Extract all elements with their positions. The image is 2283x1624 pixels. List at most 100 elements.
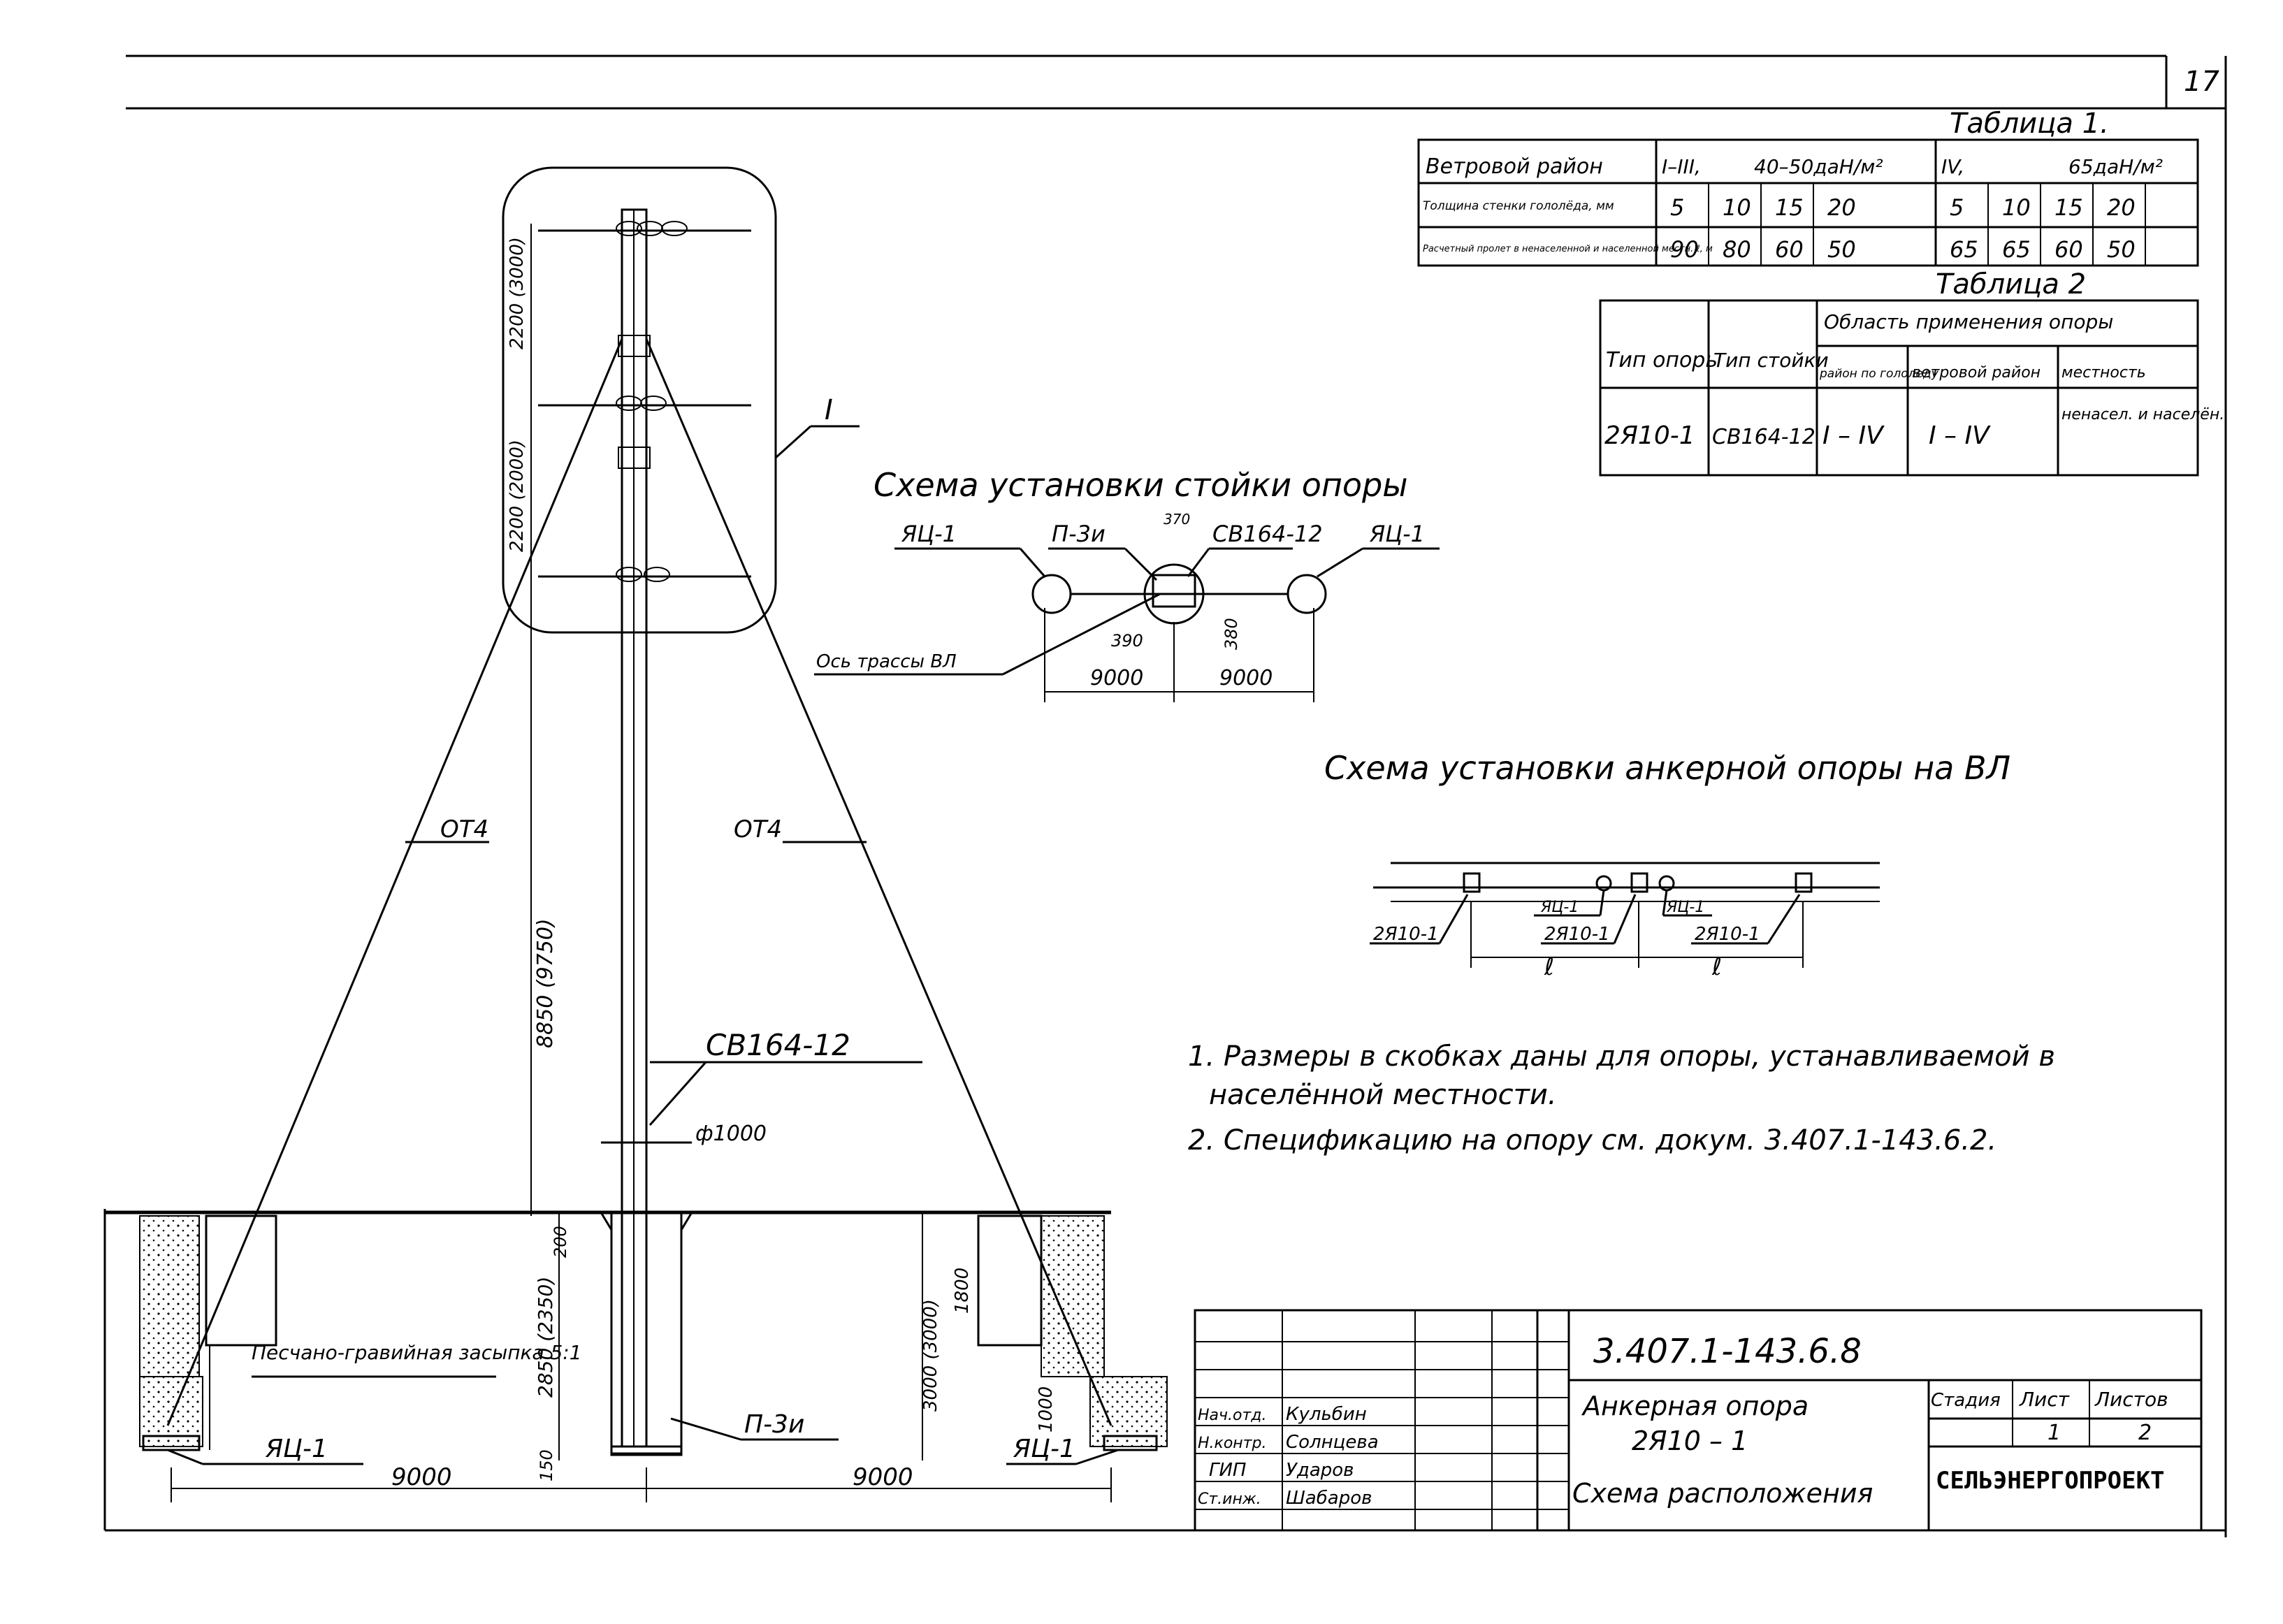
table-2-h-wind: ветровой район bbox=[1912, 364, 2041, 382]
plan-scheme: Схема установки стойки опоры ЯЦ-1 П-3и 3… bbox=[814, 466, 1440, 702]
sheets-count: 2 bbox=[2138, 1421, 2152, 1445]
role-1: Нач.отд. bbox=[1198, 1407, 1267, 1424]
table-2-h-area: Область применения опоры bbox=[1824, 310, 2113, 333]
table-1-ice-cell: 15 bbox=[2054, 194, 2083, 221]
table-2-row-loc: ненасел. и населён. bbox=[2061, 406, 2224, 423]
notes: 1. Размеры в скобках даны для опоры, уст… bbox=[1188, 1041, 2055, 1157]
pole-label: СВ164-12 bbox=[706, 1028, 850, 1062]
sheets-header: Листов bbox=[2094, 1388, 2168, 1411]
table-1: Таблица 1. Ветровой район I–III, 40–50да… bbox=[1417, 108, 2199, 267]
table-1-span-cell: 65 bbox=[2002, 236, 2031, 263]
line-span-1: ℓ bbox=[1544, 953, 1554, 981]
main-elevation-view: I ОТ4 ОТ4 2200 (3000) 2200 (2000) bbox=[105, 166, 1168, 1502]
role-2: Н.контр. bbox=[1198, 1435, 1266, 1452]
table-1-header-r1-val: 40–50даН/м² bbox=[1754, 155, 1883, 178]
table-1-header-r2-val: 65даН/м² bbox=[2068, 155, 2163, 178]
plan-pole-label: СВ164-12 bbox=[1212, 521, 1323, 547]
table-2-h-stand: Тип стойки bbox=[1713, 349, 1829, 372]
sheet-number: 1 bbox=[2048, 1421, 2061, 1445]
dim-height-label: 8850 (9750) bbox=[533, 918, 558, 1048]
plan-scheme-title: Схема установки стойки опоры bbox=[874, 466, 1408, 504]
table-1-header-r1: I–III, bbox=[1662, 155, 1701, 178]
dim-3000-label: 3000 (3000) bbox=[920, 1299, 941, 1412]
line-anchor-1: ЯЦ-1 bbox=[1540, 899, 1579, 916]
title-block: Нач.отд. Кульбин Н.контр. Солнцева ГИП У… bbox=[1194, 1309, 2203, 1532]
plan-p3-label: П-3и bbox=[1052, 521, 1106, 547]
table-1-ice-cell: 20 bbox=[1827, 194, 1856, 221]
plan-axis-label: Ось трассы ВЛ bbox=[816, 651, 957, 672]
line-scheme-title: Схема установки анкерной опоры на ВЛ bbox=[1324, 749, 2010, 787]
dist-right-label: 9000 bbox=[853, 1463, 913, 1491]
guy-wire-left bbox=[166, 338, 623, 1426]
table-1-span-cell: 50 bbox=[1827, 236, 1856, 263]
name-2: Солнцева bbox=[1286, 1432, 1379, 1453]
anchor-right-label: ЯЦ-1 bbox=[1013, 1435, 1075, 1463]
dim-top-label: 2200 (3000) bbox=[507, 237, 528, 349]
table-2-h-type: Тип опоры bbox=[1606, 348, 1722, 372]
role-4: Ст.инж. bbox=[1198, 1491, 1261, 1508]
callout-I-label: I bbox=[825, 394, 833, 426]
page-number: 17 bbox=[2184, 66, 2219, 98]
org-name: СЕЛЬЭНЕРГОПРОЕКТ bbox=[1936, 1467, 2165, 1495]
table-1-ice-cell: 15 bbox=[1775, 194, 1804, 221]
anchor-left-label: ЯЦ-1 bbox=[265, 1435, 328, 1463]
line-span-2: ℓ bbox=[1711, 953, 1722, 981]
stage-header: Стадия bbox=[1931, 1390, 2001, 1411]
plan-dist-2: 9000 bbox=[1219, 666, 1273, 690]
table-1-span-cell: 65 bbox=[1950, 236, 1978, 263]
dist-left-label: 9000 bbox=[391, 1463, 452, 1491]
dim-depth-label: 2850 (2350) bbox=[534, 1277, 557, 1398]
table-1-ice-cell: 20 bbox=[2107, 194, 2136, 221]
table-1-header-r2: IV, bbox=[1941, 155, 1964, 178]
line-pole-left: 2Я10-1 bbox=[1373, 924, 1439, 945]
base-label: П-3и bbox=[744, 1410, 804, 1439]
line-scheme: Схема установки анкерной опоры на ВЛ 2Я1… bbox=[1324, 749, 2010, 981]
table-2-caption: Таблица 2 bbox=[1936, 268, 2086, 300]
note-2: 2. Спецификацию на опору см. докум. 3.40… bbox=[1188, 1124, 1996, 1157]
dim-200-label: 200 bbox=[551, 1226, 570, 1258]
table-1-span-cell: 80 bbox=[1723, 236, 1751, 263]
role-3: ГИП bbox=[1209, 1460, 1247, 1481]
name-3: Ударов bbox=[1286, 1460, 1354, 1481]
note-1: 1. Размеры в скобках даны для опоры, уст… bbox=[1188, 1041, 2055, 1073]
table-1-ice-cell: 10 bbox=[1723, 194, 1751, 221]
detail-callout-frame bbox=[502, 166, 777, 634]
table-1-span-cell: 60 bbox=[1775, 236, 1804, 263]
table-1-header-label: Ветровой район bbox=[1426, 154, 1603, 179]
dim-1800-label: 1800 bbox=[952, 1268, 973, 1314]
sheet-frame: 17 bbox=[103, 55, 2227, 1537]
table-2-row-type: 2Я10-1 bbox=[1604, 421, 1695, 450]
table-1-span-cell: 50 bbox=[2107, 236, 2136, 263]
anchor-pit-left bbox=[139, 1215, 200, 1377]
sheet-header: Лист bbox=[2019, 1388, 2070, 1411]
doc-name-2: 2Я10 – 1 bbox=[1632, 1426, 1748, 1456]
guy-right-label: ОТ4 bbox=[734, 815, 782, 843]
table-1-caption: Таблица 1. bbox=[1950, 108, 2109, 140]
doc-name-3: Схема расположения bbox=[1572, 1478, 1873, 1509]
plan-anchor-1-label: ЯЦ-1 bbox=[901, 521, 957, 547]
line-anchor-2: ЯЦ-1 bbox=[1666, 899, 1704, 916]
diameter-label: ф1000 bbox=[695, 1122, 767, 1146]
plan-390-label: 390 bbox=[1111, 631, 1143, 651]
name-1: Кульбин bbox=[1286, 1404, 1367, 1425]
table-1-ice-label: Толщина стенки гололёда, мм bbox=[1423, 199, 1614, 213]
dim-150-label: 150 bbox=[537, 1449, 556, 1481]
plan-dist-1: 9000 bbox=[1090, 666, 1143, 690]
table-1-ice-cell: 10 bbox=[2002, 194, 2031, 221]
table-2: Таблица 2 Тип опоры Тип стойки Область п… bbox=[1599, 268, 2224, 477]
table-1-span-label: Расчетный пролет в ненаселенной и населе… bbox=[1423, 244, 1713, 254]
table-1-span-cell: 60 bbox=[2054, 236, 2083, 263]
plan-370-label: 370 bbox=[1164, 511, 1190, 528]
table-2-h-ice: район по гололеду bbox=[1819, 367, 1939, 381]
plan-380-label: 380 bbox=[1222, 618, 1241, 650]
fill-label: Песчано-гравийная засыпка 5:1 bbox=[252, 1341, 582, 1364]
table-2-row-ice: I – IV bbox=[1822, 421, 1885, 450]
guy-wire-right bbox=[645, 338, 1112, 1426]
table-2-row-wind: I – IV bbox=[1929, 421, 1991, 450]
table-1-span-cell: 90 bbox=[1670, 236, 1699, 263]
name-4: Шабаров bbox=[1286, 1488, 1372, 1509]
table-2-row-stand: СВ164-12 bbox=[1712, 425, 1815, 449]
table-1-ice-cell: 5 bbox=[1670, 194, 1684, 221]
dim-1000-label: 1000 bbox=[1036, 1386, 1057, 1433]
